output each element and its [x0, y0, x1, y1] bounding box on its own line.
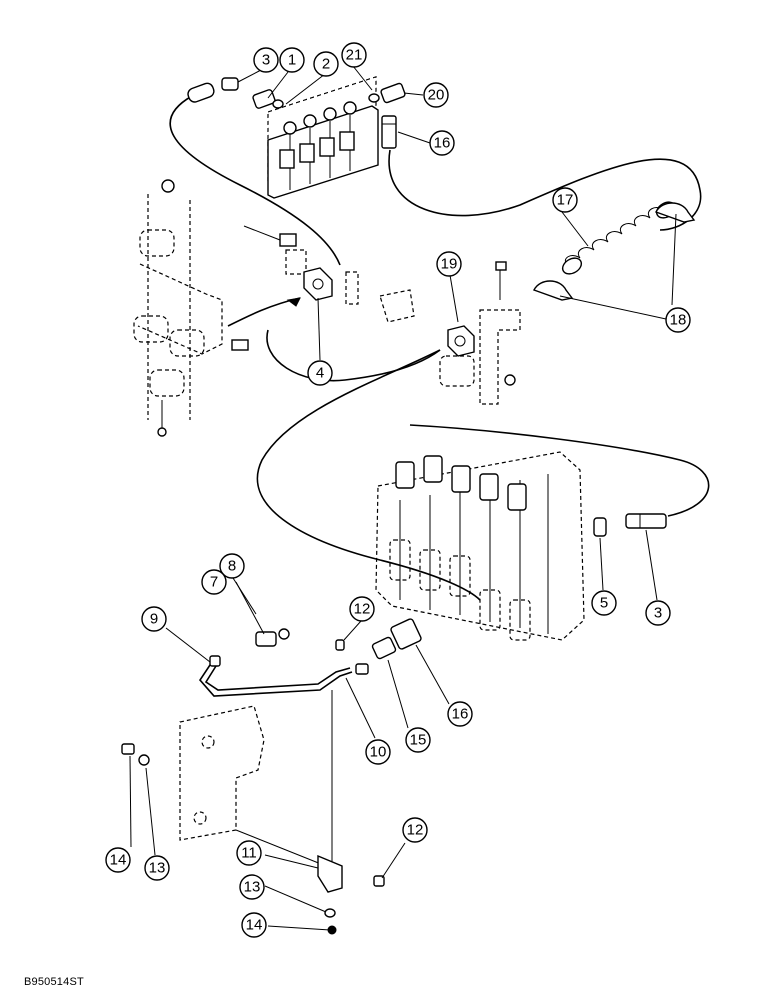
callout-3-lower-label: 3 — [654, 605, 662, 622]
callout-15: 15 — [405, 727, 431, 753]
callout-11-label: 11 — [241, 845, 257, 862]
hose-clamps — [533, 202, 696, 301]
callout-18: 18 — [665, 307, 691, 333]
callout-10-label: 10 — [370, 744, 387, 761]
callout-9: 9 — [141, 606, 167, 632]
callout-14-upper-label: 14 — [110, 852, 127, 869]
callout-17-label: 17 — [557, 192, 574, 209]
callout-20-label: 20 — [428, 87, 445, 104]
hose-upper-right — [388, 149, 702, 231]
callout-13-lower-label: 13 — [244, 879, 261, 896]
callout-13-upper-label: 13 — [149, 860, 166, 877]
lower-fittings — [255, 513, 667, 675]
callout-12-lower: 12 — [402, 817, 428, 843]
hose-middle-loop — [256, 349, 481, 601]
callout-14-lower-label: 14 — [246, 917, 263, 934]
callout-12-upper: 12 — [349, 596, 375, 622]
callout-21: 21 — [341, 42, 367, 68]
callout-11: 11 — [236, 840, 262, 866]
callout-7-label: 7 — [210, 574, 218, 591]
callout-12-upper-label: 12 — [354, 601, 371, 618]
callout-12-lower-label: 12 — [407, 822, 424, 839]
left-bracket-detail — [133, 179, 249, 437]
callout-8: 8 — [219, 553, 245, 579]
leader-lines — [129, 65, 677, 931]
callout-9-label: 9 — [150, 611, 158, 628]
callout-19-label: 19 — [441, 256, 458, 273]
callout-1-label: 1 — [288, 52, 296, 69]
detail-arrow-head — [286, 297, 301, 307]
callouts: 3 1 2 21 20 16 17 19 18 4 8 7 5 3 9 12 1… — [105, 42, 691, 938]
callout-3-upper: 3 — [253, 47, 279, 73]
steel-tube — [198, 655, 353, 697]
lower-control-valve — [375, 451, 585, 641]
callout-3-upper-label: 3 — [262, 52, 270, 69]
callout-4: 4 — [307, 360, 333, 386]
callout-13-upper: 13 — [144, 855, 170, 881]
hose-bracket-loop — [266, 329, 441, 382]
lower-mounting-bracket — [121, 639, 385, 935]
hose-lower-right — [409, 424, 710, 517]
callout-20: 20 — [423, 82, 449, 108]
callout-10: 10 — [365, 739, 391, 765]
hose-upper-left — [169, 95, 341, 266]
callout-7: 7 — [201, 569, 227, 595]
callout-2-label: 2 — [322, 56, 330, 73]
callout-18-label: 18 — [670, 312, 687, 329]
callout-5-label: 5 — [600, 595, 608, 612]
callout-5: 5 — [591, 590, 617, 616]
figure-code: B950514ST — [24, 976, 84, 988]
callout-3-lower: 3 — [645, 600, 671, 626]
callout-16-upper-label: 16 — [434, 135, 451, 152]
callout-14-upper: 14 — [105, 847, 131, 873]
callout-21-label: 21 — [346, 47, 363, 64]
callout-2: 2 — [313, 51, 339, 77]
callout-13-lower: 13 — [239, 874, 265, 900]
callout-14-lower: 14 — [241, 912, 267, 938]
hoses — [169, 95, 710, 601]
callout-19: 19 — [436, 251, 462, 277]
callout-1: 1 — [279, 47, 305, 73]
upper-control-valve — [267, 76, 379, 199]
callout-16-lower-label: 16 — [452, 706, 469, 723]
callout-16-upper: 16 — [429, 130, 455, 156]
callout-16-lower: 16 — [447, 701, 473, 727]
callout-17: 17 — [552, 187, 578, 213]
callout-15-label: 15 — [410, 732, 427, 749]
callout-8-label: 8 — [228, 558, 236, 575]
detail-arrow — [227, 297, 301, 327]
upper-fittings — [187, 77, 406, 149]
center-bracket-parts — [243, 225, 521, 405]
callout-4-label: 4 — [316, 365, 324, 382]
